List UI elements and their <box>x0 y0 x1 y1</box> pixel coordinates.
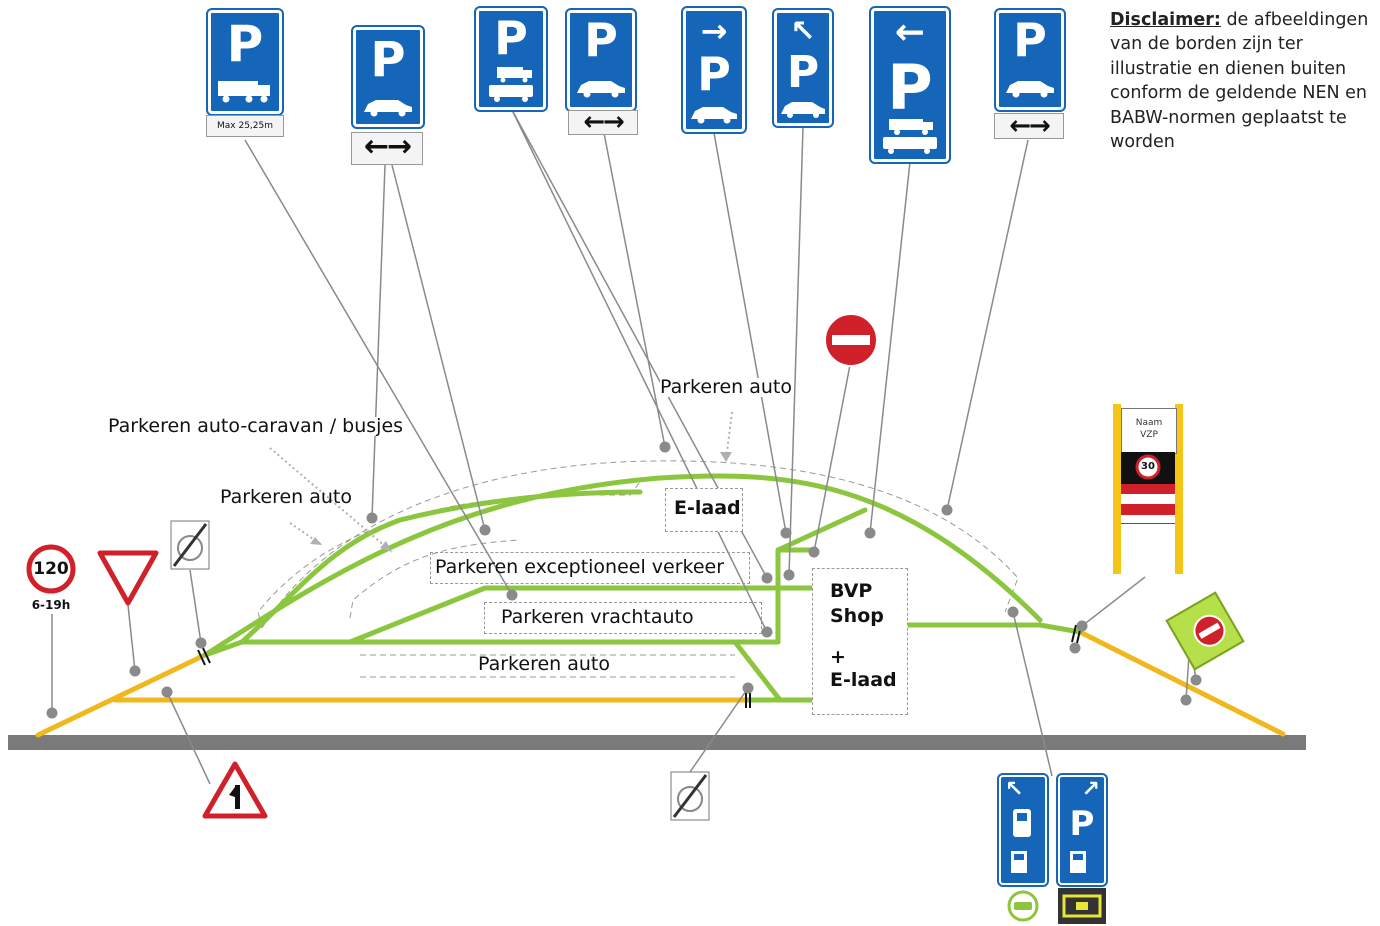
barrier-stripe-1 <box>1121 484 1175 494</box>
arrow-up-right-icon: ↗ <box>1081 777 1100 802</box>
gantry-panel: Naam VZP <box>1121 408 1177 454</box>
vrachtauto-zone <box>484 602 762 634</box>
p-letter: P <box>584 13 618 67</box>
no-entry-sign <box>824 313 878 367</box>
truck-bus-icon <box>489 67 533 102</box>
double-arrow-plate-2: ←→ <box>568 109 638 135</box>
pointer-dots <box>46 441 1202 719</box>
merge-warning-sign <box>202 761 268 819</box>
label-arrowheads <box>310 452 732 552</box>
label-parkeren-auto-left: Parkeren auto <box>220 486 352 508</box>
end-zone-sign <box>170 520 210 570</box>
bvp-shop-line3: E-laad <box>830 669 897 691</box>
p-letter: P <box>1069 804 1095 844</box>
speed-limit-icon <box>26 544 76 594</box>
label-e-laad: E-laad <box>674 497 741 519</box>
access-roads <box>35 629 1286 738</box>
p-letter: P <box>697 47 731 101</box>
speed-limit-sign: 120 6-19h <box>24 544 78 614</box>
arrow-up-left-icon: ↖ <box>790 14 816 49</box>
car-icon <box>577 81 625 98</box>
auto-area-boundary-left <box>349 539 521 619</box>
charging-station-icon <box>1011 851 1027 873</box>
zone-30-icon <box>1135 454 1161 480</box>
truck-icon <box>218 81 270 103</box>
exit-diamond-sign <box>1165 591 1245 671</box>
yield-sign <box>97 550 159 606</box>
disclaimer-heading: Disclaimer: <box>1110 10 1221 30</box>
label-parkeren-auto-bottom: Parkeren auto <box>478 653 610 675</box>
fuel-charging-sign: ↖ <box>997 773 1049 887</box>
bvp-shop-plus: + <box>830 646 846 668</box>
parking-charging-sign: ↗ P <box>1056 773 1108 887</box>
parking-car-upleft-sign: ↖ P <box>772 8 834 128</box>
entrance-gantry-sign: Naam VZP 30 <box>1113 404 1183 574</box>
label-parkeren-auto-top: Parkeren auto <box>660 376 792 398</box>
disclaimer: Disclaimer: de afbeeldingen van de borde… <box>1110 8 1375 154</box>
gantry-post-left <box>1113 404 1121 574</box>
parking-car-sign-2: P <box>565 8 637 112</box>
car-icon <box>781 102 825 118</box>
arrow-up-left-icon: ↖ <box>1005 777 1024 802</box>
bvp-shop-label: BVP Shop + E-laad <box>830 582 897 690</box>
charging-station-icon <box>1070 851 1086 873</box>
car-icon <box>1006 81 1054 98</box>
disclaimer-text: de afbeeldingen van de borden zijn ter i… <box>1110 10 1369 153</box>
parking-area-boundary <box>261 460 1019 629</box>
barrier-stripe-2 <box>1121 504 1175 514</box>
main-road <box>8 735 1306 750</box>
parking-car-sign: P <box>351 25 425 129</box>
bvp-shop-line1: BVP <box>830 580 873 602</box>
p-letter: P <box>1013 13 1047 67</box>
parking-truck-bus-sign: P <box>474 6 548 112</box>
exceptioneel-zone <box>430 552 750 584</box>
double-arrow-plate: ←→ <box>351 132 423 165</box>
barrier-marks <box>197 624 1082 708</box>
arrow-right-icon: → <box>700 12 728 50</box>
fuel-pump-icon <box>1013 809 1031 837</box>
truck-bus-icon <box>883 119 937 154</box>
internal-routes <box>202 473 1083 703</box>
parking-truck-bus-left-sign: ← P <box>869 6 951 164</box>
p-letter: P <box>887 51 933 124</box>
speed-time-plate: 6-19h <box>24 596 78 614</box>
bvp-shop-line2: Shop <box>830 605 884 627</box>
car-icon <box>364 100 412 117</box>
car-icon <box>691 107 737 124</box>
gantry-name: Naam VZP <box>1135 418 1163 440</box>
double-arrow-plate-3: ←→ <box>994 113 1064 139</box>
parking-truck-sign: P <box>206 8 284 116</box>
barrier-stripe-3 <box>1121 514 1175 524</box>
max-length-plate: Max 25,25m <box>206 115 284 137</box>
p-letter: P <box>226 15 264 73</box>
ev-car-icon <box>999 888 1047 924</box>
end-zone-sign-2 <box>670 771 710 821</box>
label-parkeren-caravan: Parkeren auto-caravan / busjes <box>108 415 404 437</box>
pointer-lines <box>51 109 1197 785</box>
bvp-shop-zone <box>812 568 908 715</box>
speed-limit-value: 120 <box>33 559 69 579</box>
arrow-left-icon: ← <box>894 12 926 53</box>
e-laad-zone <box>665 488 743 532</box>
p-letter: P <box>494 11 528 65</box>
parking-car-sign-3: P <box>994 8 1066 112</box>
label-parkeren-vrachtauto: Parkeren vrachtauto <box>501 606 694 628</box>
p-letter: P <box>370 32 406 88</box>
no-entry-icon <box>1193 614 1226 647</box>
p-letter: P <box>786 47 820 98</box>
ev-charging-icon <box>1058 888 1106 924</box>
gantry-post-right <box>1175 404 1183 574</box>
zone-30-value: 30 <box>1141 461 1155 472</box>
parking-car-right-sign: → P <box>681 6 747 134</box>
label-parkeren-exceptioneel: Parkeren exceptioneel verkeer <box>435 556 725 578</box>
